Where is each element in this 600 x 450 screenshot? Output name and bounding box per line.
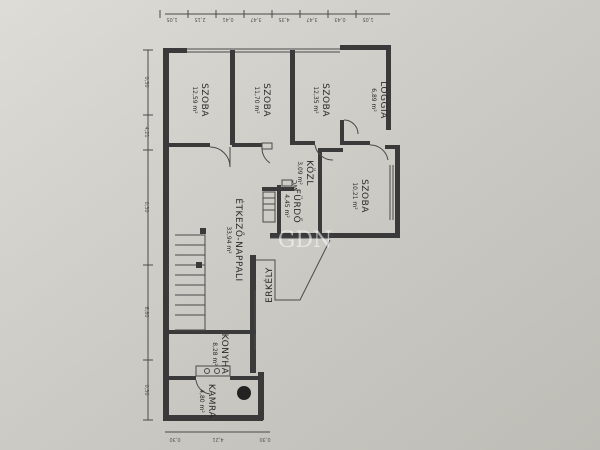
- room-area: 4,45 m²: [283, 194, 290, 218]
- staircase: [175, 228, 206, 331]
- room-area: 33,94 m²: [225, 226, 232, 254]
- kitchen-fixtures: [195, 365, 231, 377]
- exterior-walls: [163, 45, 400, 421]
- left-dimension-line: 0,30 4,21 0,30 6,80 0,30: [143, 49, 153, 421]
- room-name-erkely: ERKÉLY: [263, 267, 275, 303]
- room-area: 6,89 m²: [370, 88, 377, 112]
- boiler-icon: [237, 386, 251, 400]
- top-dimension-label: 1,05: [362, 16, 373, 22]
- left-dimension-label: 6,80: [143, 306, 149, 317]
- room-name: SZOBA: [359, 179, 369, 213]
- left-dimension-label: 0,30: [143, 384, 149, 395]
- left-dimension-label: 4,21: [143, 126, 149, 137]
- room-name: KONYHA: [219, 334, 229, 375]
- bottom-dimension-label: 0,30: [169, 436, 180, 442]
- bathroom-fixtures: [261, 142, 293, 223]
- balcony-outline: [256, 237, 331, 301]
- room-area: 10,21 m²: [351, 182, 358, 210]
- room-name: SZOBA: [261, 83, 271, 117]
- room-area: 4,80 m²: [198, 389, 205, 413]
- bottom-dimension-label: 4,21: [212, 436, 223, 442]
- top-dimension-label: 3,47: [306, 16, 317, 22]
- room-area: 8,28 m²: [211, 342, 218, 366]
- room-area: 3,09 m²: [296, 161, 303, 185]
- room-name: SZOBA: [199, 83, 209, 117]
- room-area: 11,70 m²: [253, 86, 260, 114]
- wc-label: WC: [292, 180, 299, 190]
- room-name: FÜRDŐ: [291, 189, 302, 224]
- room-name: KÖZL: [304, 160, 315, 186]
- watermark: GDN: [278, 228, 332, 253]
- door-swings: [195, 119, 389, 395]
- room-area: 12,35 m²: [312, 86, 319, 114]
- top-dimension-label: 0,41: [222, 16, 233, 22]
- bottom-dimension-label: 0,30: [259, 436, 270, 442]
- top-dimension-line: 1,05 2,15 0,41 3,47 4,35 3,47 0,43 1,05: [159, 10, 390, 22]
- room-name: SZOBA: [320, 83, 330, 117]
- room-area: 12,59 m²: [191, 86, 198, 114]
- interior-walls: [166, 50, 370, 380]
- room-name: KAMRA: [206, 384, 216, 419]
- top-dimension-label: 0,43: [334, 16, 345, 22]
- bottom-dimension-line: 0,30 4,21 0,30: [165, 431, 271, 442]
- window-lines: [187, 48, 394, 350]
- top-dimension-label: 2,15: [194, 16, 205, 22]
- room-name: ÉTKEZŐ-NAPPALI: [233, 198, 245, 281]
- top-dimension-label: 1,05: [166, 16, 177, 22]
- left-dimension-label: 0,30: [143, 201, 149, 212]
- room-name: LOGGIA: [378, 81, 388, 119]
- left-dimension-label: 0,30: [143, 76, 149, 87]
- top-dimension-label: 3,47: [250, 16, 261, 22]
- top-dimension-label: 4,35: [278, 16, 289, 22]
